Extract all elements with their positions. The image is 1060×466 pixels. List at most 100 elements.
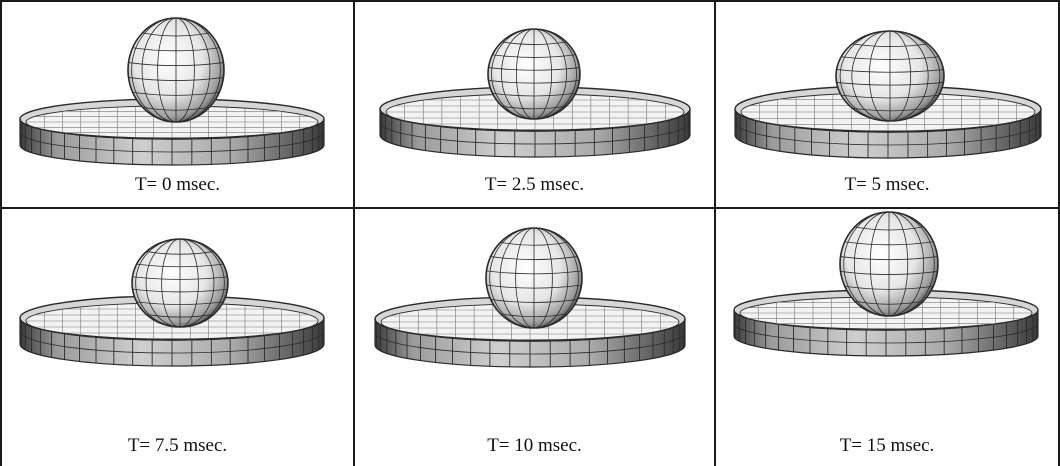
droplet-meridian: [499, 227, 535, 329]
frame-cell-4: T= 10 msec.: [353, 207, 714, 466]
frame-caption-0: T= 0 msec.: [134, 174, 221, 195]
frame-illustration-0: [19, 17, 325, 166]
frame-scene-group: [379, 28, 691, 158]
droplet-parallel: [142, 32, 210, 37]
frame-cell-1: T= 2.5 msec.: [353, 0, 714, 207]
frame-caption-2: T= 5 msec.: [844, 174, 930, 195]
droplet-meridian: [145, 238, 181, 328]
frame-illustration-1: [379, 28, 691, 158]
droplet-meridian: [501, 28, 535, 120]
droplet-parallel: [132, 288, 228, 293]
droplet-parallel: [844, 241, 934, 246]
plate-front-edge: [379, 108, 691, 132]
frame-cell-0: T= 0 msec.: [0, 0, 353, 207]
plate-front-edge: [734, 108, 1042, 133]
frame-scene-group: [734, 30, 1042, 159]
droplet-parallel: [132, 276, 228, 280]
droplet-meridian: [161, 238, 181, 328]
droplet-parallel: [490, 299, 578, 303]
droplet-meridian: [533, 227, 553, 329]
droplet-meridian: [533, 227, 579, 329]
frame-scene-group: [374, 227, 686, 368]
droplet-meridian: [533, 28, 577, 120]
droplet-meridian: [157, 17, 177, 123]
frame-caption-4: T= 10 msec.: [487, 435, 582, 456]
frame-caption-3: T= 7.5 msec.: [127, 435, 228, 456]
droplet-meridian: [868, 30, 891, 122]
droplet-parallel: [132, 47, 220, 52]
droplet-meridian: [889, 30, 912, 122]
droplet-parallel: [486, 284, 582, 289]
droplet-meridian: [135, 238, 181, 328]
plate-front-edge: [374, 318, 686, 342]
droplet-meridian: [888, 211, 909, 317]
droplet-parallel: [500, 241, 568, 246]
frame-illustration-5: [733, 211, 1039, 357]
droplet-meridian: [889, 30, 941, 122]
droplet-meridian: [853, 211, 890, 317]
frame-caption-1: T= 2.5 msec.: [484, 174, 585, 195]
droplet-meridian: [888, 211, 925, 317]
frame-illustration-3: [19, 238, 325, 367]
droplet-parallel: [840, 256, 938, 261]
droplet-meridian: [533, 28, 567, 120]
droplet-parallel: [501, 41, 567, 45]
droplet-parallel: [844, 285, 934, 290]
droplet-parallel: [146, 314, 214, 318]
plate-rim-mid: [733, 322, 1039, 344]
droplet-parallel: [841, 94, 939, 99]
droplet-parallel: [136, 263, 224, 268]
droplet-parallel: [488, 67, 580, 71]
droplet-meridian: [869, 211, 890, 317]
droplet-meridian: [175, 17, 221, 123]
droplet-parallel: [501, 105, 567, 110]
droplet-parallel: [840, 271, 938, 275]
droplet-meridian: [888, 211, 935, 317]
droplet-parallel: [142, 106, 210, 111]
droplet-parallel: [490, 256, 578, 260]
droplet-meridian: [179, 238, 199, 328]
frame-illustration-4: [374, 227, 686, 368]
droplet-meridian: [533, 227, 569, 329]
droplet-parallel: [488, 80, 580, 84]
droplet-meridian: [179, 238, 215, 328]
plate-rim-mid: [19, 330, 325, 354]
droplet-parallel: [132, 91, 220, 96]
frame-illustration-2: [734, 30, 1042, 159]
droplet-meridian: [843, 211, 890, 317]
droplet-meridian: [839, 30, 891, 122]
droplet-meridian: [175, 17, 195, 123]
droplet-meridian: [851, 30, 891, 122]
droplet-meridian: [489, 227, 535, 329]
droplet-meridian: [179, 238, 225, 328]
droplet-parallel: [836, 82, 944, 86]
droplet-meridian: [175, 17, 211, 123]
plate-rim-mid: [19, 131, 325, 153]
droplet-meridian: [515, 28, 535, 120]
frame-cell-2: T= 5 msec.: [714, 0, 1060, 207]
frame-cell-3: T= 7.5 msec.: [0, 207, 353, 466]
frame-scene-group: [19, 17, 325, 166]
plate-rim-mid: [374, 331, 686, 355]
plate-rim-mid: [734, 121, 1042, 146]
droplet-parallel: [128, 62, 224, 67]
droplet-meridian: [533, 28, 553, 120]
droplet-parallel: [492, 92, 576, 97]
frame-scene-group: [19, 238, 325, 367]
droplet-parallel: [852, 43, 928, 47]
frame-scene-group: [733, 211, 1039, 357]
droplet-parallel: [500, 313, 568, 318]
droplet-meridian: [491, 28, 535, 120]
frame-cell-5: T= 15 msec.: [714, 207, 1060, 466]
droplet-parallel: [852, 107, 928, 112]
droplet-parallel: [841, 56, 939, 60]
droplet-parallel: [854, 300, 924, 305]
frame-caption-5: T= 15 msec.: [839, 435, 935, 456]
plate-rim-mid: [379, 121, 691, 145]
droplet-parallel: [492, 54, 576, 58]
droplet-parallel: [854, 226, 924, 231]
droplet-meridian: [889, 30, 929, 122]
plate-front-edge: [19, 118, 325, 140]
droplet-parallel: [136, 301, 224, 305]
